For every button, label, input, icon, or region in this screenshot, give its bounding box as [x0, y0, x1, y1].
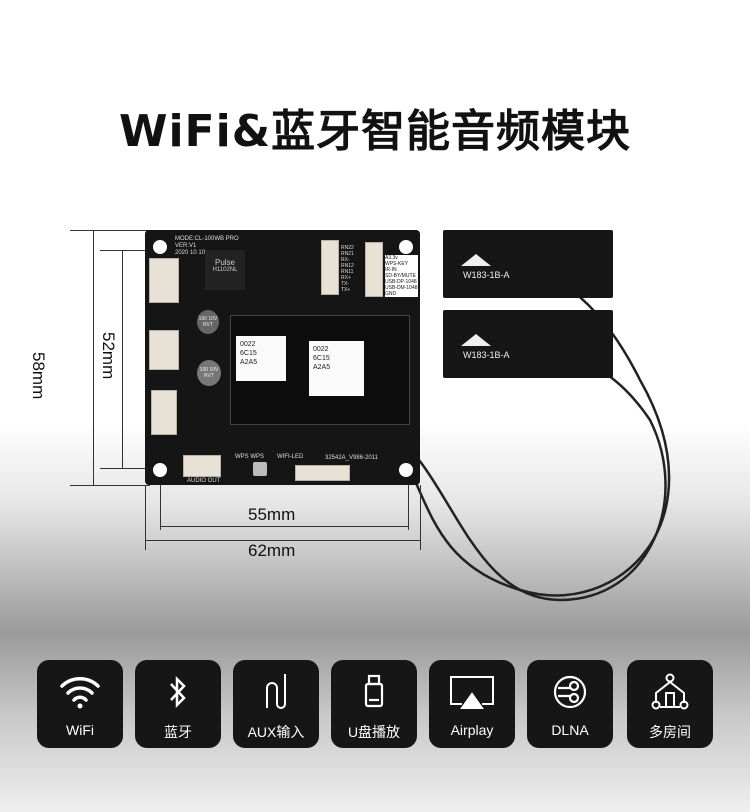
dim-line	[70, 230, 150, 231]
feature-usb: U盘播放	[331, 660, 417, 748]
mount-hole	[399, 463, 413, 477]
chip-brand: Pulse	[214, 258, 235, 267]
dim-line	[93, 230, 94, 485]
feature-label: Airplay	[450, 722, 494, 738]
bluetooth-icon	[135, 674, 221, 710]
airplay-icon	[429, 674, 515, 710]
dim-width-outer: 62mm	[248, 541, 296, 560]
wifi-icon	[37, 674, 123, 710]
wifi-led-text: WIFI-LED	[277, 454, 304, 460]
antenna-label: W183-1B-A	[463, 350, 510, 360]
capacitor: 100 10V RVT	[197, 310, 219, 334]
wps-text: WPS WPS	[235, 454, 265, 460]
usb-drive-icon	[331, 674, 417, 710]
feature-label: AUX输入	[247, 724, 305, 740]
dim-line	[145, 485, 146, 550]
circuit-board: MODE:CL-100WB PRO VER:V1 2020 10 10 Puls…	[145, 230, 420, 485]
capacitor: 100 10V RVT	[197, 360, 221, 386]
multiroom-icon	[627, 673, 713, 710]
connector	[151, 390, 177, 435]
feature-airplay: Airplay	[429, 660, 515, 748]
feature-label: 蓝牙	[164, 724, 192, 740]
capacitor-text: 100 10V RVT	[199, 367, 219, 379]
dlna-icon	[527, 674, 613, 710]
dim-height-inner: 52mm	[99, 332, 118, 380]
dim-line	[122, 250, 123, 468]
dim-line	[160, 526, 408, 527]
connector	[365, 242, 383, 297]
feature-aux: AUX输入	[233, 660, 319, 748]
wps-button	[253, 462, 267, 476]
dim-line	[100, 250, 155, 251]
dim-line	[408, 470, 409, 530]
feature-wifi: WiFi	[37, 660, 123, 748]
pins-left-text: RN22 RN21 RX- RN12 RN11 RX+ TX- TX+	[341, 245, 354, 293]
antenna: W183-1B-A	[443, 230, 613, 298]
pins-right-text: A3.3v WPS-KEY IR-IN SD-BY/MUTE USB-DP-10…	[385, 255, 418, 297]
chip-part: H1102NL	[212, 267, 238, 273]
model-text: MODE:CL-100WB PRO	[175, 236, 239, 242]
date-text: 2020 10 10	[175, 250, 206, 256]
audio-out-text: AUDIO OUT	[187, 478, 221, 484]
dim-line	[145, 540, 420, 541]
dim-line	[420, 485, 421, 550]
pulse-chip: Pulse H1102NL	[205, 250, 245, 290]
dim-width-inner: 55mm	[248, 505, 296, 524]
connector	[321, 240, 339, 295]
feature-label: 多房间	[649, 724, 691, 740]
antenna-label: W183-1B-A	[463, 270, 510, 280]
mount-hole	[153, 463, 167, 477]
page-title: WiFi&蓝牙智能音频模块	[118, 106, 632, 157]
mount-hole	[153, 240, 167, 254]
connector	[295, 465, 350, 481]
feature-label: DLNA	[551, 722, 589, 738]
audio-out-connector	[183, 455, 221, 477]
connector	[149, 258, 179, 303]
feature-dlna: DLNA	[527, 660, 613, 748]
feature-bluetooth: 蓝牙	[135, 660, 221, 748]
antenna-logo-icon	[461, 334, 491, 346]
dim-line	[100, 468, 155, 469]
feature-label: U盘播放	[347, 724, 401, 740]
dim-line	[70, 485, 150, 486]
connector	[149, 330, 179, 370]
version-text: VER:V1	[175, 243, 197, 249]
mount-hole	[399, 240, 413, 254]
feature-multiroom: 多房间	[627, 660, 713, 748]
feature-label: WiFi	[66, 722, 94, 738]
dim-line	[160, 470, 161, 530]
antenna: W183-1B-A	[443, 310, 613, 378]
antenna-logo-icon	[461, 254, 491, 266]
aux-cable-icon	[233, 674, 319, 710]
dim-height-outer: 58mm	[29, 352, 48, 400]
capacitor-text: 100 10V RVT	[198, 316, 218, 328]
serial-text: 32542A_V986-2011	[325, 455, 378, 461]
